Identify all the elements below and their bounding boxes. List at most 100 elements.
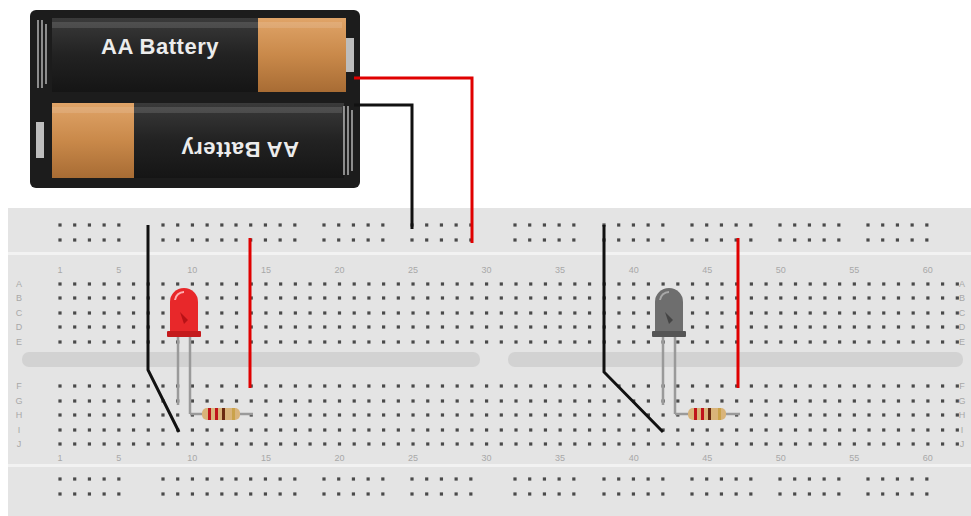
hole (690, 477, 693, 480)
hole (337, 238, 340, 241)
hole (588, 311, 591, 314)
hole (58, 442, 61, 445)
hole (882, 384, 885, 387)
hole (367, 325, 370, 328)
hole (941, 399, 944, 402)
hole (58, 428, 61, 431)
hole (191, 223, 194, 226)
hole (779, 384, 782, 387)
hole (514, 442, 517, 445)
hole (411, 311, 414, 314)
column-number: 60 (923, 453, 933, 463)
hole (500, 384, 503, 387)
hole (264, 311, 267, 314)
hole (632, 223, 635, 226)
hole (220, 492, 223, 495)
hole (779, 325, 782, 328)
hole (749, 492, 752, 495)
hole (837, 492, 840, 495)
resistor-band (215, 408, 218, 420)
hole (838, 296, 841, 299)
hole (456, 413, 459, 416)
hole (573, 325, 576, 328)
hole (456, 384, 459, 387)
hole (73, 282, 76, 285)
hole (500, 340, 503, 343)
hole (220, 442, 223, 445)
hole (735, 428, 738, 431)
hole (206, 311, 209, 314)
hole (809, 325, 812, 328)
hole (941, 311, 944, 314)
hole (73, 296, 76, 299)
hole (206, 492, 209, 495)
column-number: 40 (629, 453, 639, 463)
hole (322, 238, 325, 241)
hole (279, 223, 282, 226)
resistor-band (694, 408, 697, 420)
hole (397, 296, 400, 299)
hole (456, 340, 459, 343)
hole (176, 492, 179, 495)
hole (367, 296, 370, 299)
hole (662, 413, 665, 416)
led-highlight (175, 292, 184, 300)
column-number: 45 (702, 265, 712, 275)
hole (132, 399, 135, 402)
hole (161, 282, 164, 285)
hole (425, 492, 428, 495)
hole (441, 325, 444, 328)
hole (264, 282, 267, 285)
hole (500, 399, 503, 402)
hole (617, 282, 620, 285)
hole (706, 311, 709, 314)
hole (573, 399, 576, 402)
hole (735, 477, 738, 480)
hole (794, 384, 797, 387)
hole (88, 413, 91, 416)
hole (897, 325, 900, 328)
hole (381, 477, 384, 480)
hole (823, 477, 826, 480)
hole (572, 238, 575, 241)
hole (647, 325, 650, 328)
hole (132, 384, 135, 387)
hole (529, 442, 532, 445)
hole (441, 428, 444, 431)
hole (793, 477, 796, 480)
hole (897, 282, 900, 285)
hole (264, 492, 267, 495)
hole (823, 340, 826, 343)
hole (823, 428, 826, 431)
hole (823, 399, 826, 402)
hole (838, 384, 841, 387)
column-number: 20 (334, 265, 344, 275)
hole (853, 428, 856, 431)
hole (117, 325, 120, 328)
column-number: 10 (187, 453, 197, 463)
hole (926, 413, 929, 416)
hole (485, 384, 488, 387)
hole (647, 282, 650, 285)
hole (779, 428, 782, 431)
hole (176, 282, 179, 285)
hole (353, 296, 356, 299)
hole (779, 282, 782, 285)
hole (544, 325, 547, 328)
hole (73, 428, 76, 431)
hole (794, 399, 797, 402)
hole (956, 340, 959, 343)
hole (676, 340, 679, 343)
hole (88, 340, 91, 343)
led-red (170, 288, 198, 336)
hole (837, 477, 840, 480)
hole (470, 413, 473, 416)
hole (912, 428, 915, 431)
hole (853, 296, 856, 299)
hole (572, 223, 575, 226)
hole (617, 325, 620, 328)
hole (308, 282, 311, 285)
hole (367, 399, 370, 402)
hole (411, 399, 414, 402)
hole (956, 442, 959, 445)
